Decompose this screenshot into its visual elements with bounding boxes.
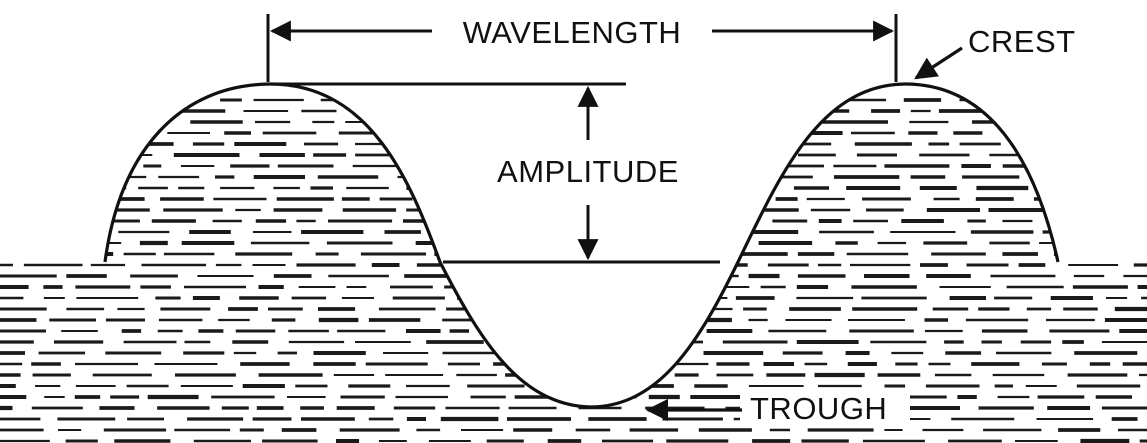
- wavelength-label: WAVELENGTH: [463, 15, 682, 50]
- trough-label-background: [740, 392, 910, 428]
- trough-label: TROUGH: [750, 391, 887, 426]
- wave-curve: [103, 82, 1060, 409]
- amplitude-label: AMPLITUDE: [497, 154, 679, 189]
- crest-pointer: [914, 46, 963, 80]
- water-hatching: [0, 97, 1147, 443]
- crest-label: CREST: [968, 24, 1076, 59]
